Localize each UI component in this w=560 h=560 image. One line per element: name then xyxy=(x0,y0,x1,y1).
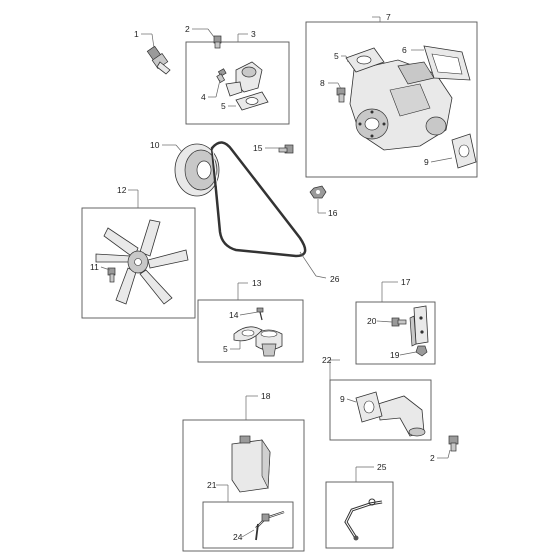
callout-9-pump: 9 xyxy=(424,157,429,167)
pump-cover-gasket-part xyxy=(423,45,471,81)
outlet-elbow-part xyxy=(377,395,426,437)
callout-14: 14 xyxy=(229,310,239,320)
callout-3: 3 xyxy=(251,29,256,39)
temperature-sender-part xyxy=(146,45,171,75)
callout-5-housing: 5 xyxy=(221,101,226,111)
callout-26: 26 xyxy=(330,274,340,284)
thermostat-part xyxy=(255,329,283,357)
fan-bolt-part xyxy=(107,267,116,283)
group-box-3 xyxy=(185,41,290,125)
callout-22: 22 xyxy=(322,355,332,365)
housing-bolt-part xyxy=(216,68,227,83)
hose-clip-part xyxy=(255,510,285,541)
callout-16: 16 xyxy=(328,208,338,218)
thermostat-pin-part xyxy=(256,307,264,321)
callout-20: 20 xyxy=(367,316,377,326)
callout-5-pump: 5 xyxy=(334,51,339,61)
elbow-gasket-part xyxy=(355,391,383,423)
callout-18: 18 xyxy=(261,391,271,401)
callout-2-bottom: 2 xyxy=(430,453,435,463)
coolant-reservoir-part xyxy=(231,435,271,493)
callout-9-elbow: 9 xyxy=(340,394,345,404)
group-box-13 xyxy=(197,299,304,363)
pump-gasket-part xyxy=(345,47,385,73)
group-box-21 xyxy=(202,501,294,549)
housing-gasket-part xyxy=(235,91,269,111)
nut-part xyxy=(309,185,327,199)
mounting-bracket-part xyxy=(409,305,429,347)
callout-24: 24 xyxy=(233,532,243,542)
bolt-part-bottom xyxy=(448,435,459,452)
callout-15: 15 xyxy=(253,143,263,153)
callout-12: 12 xyxy=(117,185,127,195)
group-box-25 xyxy=(325,481,394,549)
bracket-nut-part xyxy=(415,345,428,357)
pump-bolt-part xyxy=(336,87,346,103)
cooling-fan-part xyxy=(95,219,189,305)
drive-belt-part xyxy=(210,141,307,258)
group-box-17 xyxy=(355,301,436,365)
callout-11: 11 xyxy=(90,262,99,272)
group-box-22 xyxy=(329,379,432,441)
callout-2-top: 2 xyxy=(185,24,190,34)
outlet-gasket-part xyxy=(451,133,477,169)
group-box-7 xyxy=(305,21,478,178)
bracket-bolt-part xyxy=(391,317,407,327)
thermostat-housing-part xyxy=(225,61,263,97)
callout-6: 6 xyxy=(402,45,407,55)
callout-8: 8 xyxy=(320,78,325,88)
callout-19: 19 xyxy=(390,350,400,360)
callout-21: 21 xyxy=(207,480,217,490)
callout-7: 7 xyxy=(386,12,391,22)
leader-lines xyxy=(100,16,453,538)
callout-labels: 1 2 3 4 5 7 5 6 8 9 10 15 16 26 12 11 13… xyxy=(90,12,435,542)
callout-13: 13 xyxy=(252,278,262,288)
callout-17: 17 xyxy=(401,277,411,287)
crank-pulley-part xyxy=(174,143,220,197)
bolt-part-top xyxy=(213,35,222,49)
callout-10: 10 xyxy=(150,140,160,150)
callout-25: 25 xyxy=(377,462,387,472)
pulley-bolt-part xyxy=(278,144,294,154)
callout-1: 1 xyxy=(134,29,139,39)
group-box-12 xyxy=(81,207,196,319)
callout-4: 4 xyxy=(201,92,206,102)
callout-5-thermostat: 5 xyxy=(223,344,228,354)
coolant-hose-part xyxy=(344,498,383,541)
water-pump-part xyxy=(349,59,453,151)
group-box-18 xyxy=(182,419,305,552)
